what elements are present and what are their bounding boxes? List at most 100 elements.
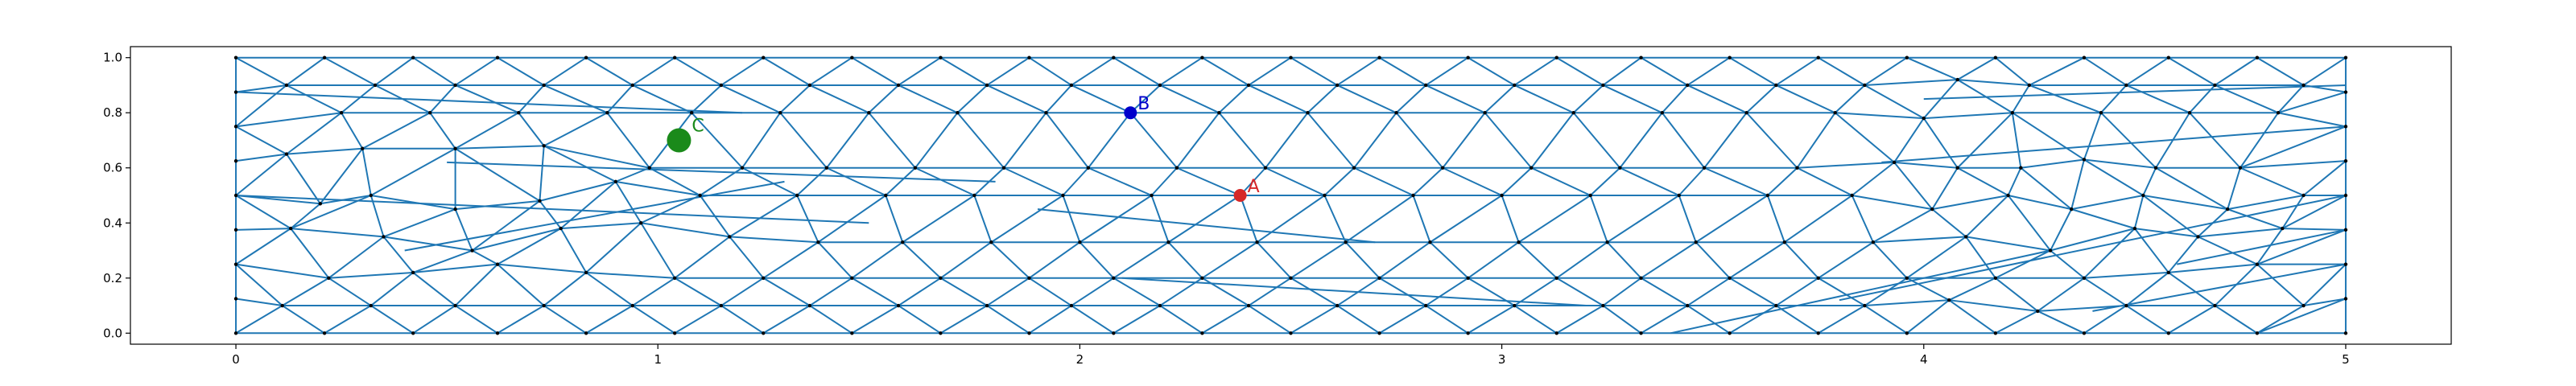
mesh-edge <box>826 166 886 196</box>
mesh-edge <box>2037 305 2127 312</box>
mesh-node <box>1255 240 1259 244</box>
mesh-node <box>233 297 238 301</box>
mesh-edge <box>370 195 456 211</box>
mesh-edge <box>1167 195 1241 244</box>
mesh-node <box>584 55 588 60</box>
mesh-node <box>647 166 651 170</box>
mesh-edge <box>1201 305 1249 335</box>
mesh-node <box>584 270 588 275</box>
mesh-edge <box>2083 305 2127 335</box>
mesh-edge <box>1729 277 1777 306</box>
mesh-edge <box>1956 112 2013 169</box>
mesh-node <box>896 303 901 308</box>
mesh-node <box>495 55 500 60</box>
mesh-node <box>2099 111 2103 115</box>
mesh-edge <box>1513 56 1558 86</box>
mesh-node <box>1554 276 1558 280</box>
mesh-edge <box>235 125 287 155</box>
mesh-node <box>2006 193 2010 198</box>
mesh-edge <box>973 195 993 243</box>
mesh-edge <box>729 236 765 279</box>
mesh-edge <box>1818 56 1865 86</box>
mesh-node <box>1816 331 1820 335</box>
mesh-edge <box>986 305 1030 335</box>
mesh-edge <box>543 145 650 169</box>
mesh-node <box>1530 166 1534 170</box>
mesh-node <box>719 303 724 308</box>
mesh-edge <box>1468 241 1520 279</box>
mesh-node <box>2255 331 2260 335</box>
mesh-edge <box>1835 112 1924 120</box>
mesh-edge <box>1835 112 1895 163</box>
y-tick-label: 0.8 <box>103 105 122 120</box>
mesh-edge <box>2282 228 2346 231</box>
mesh-node <box>1166 240 1170 244</box>
mesh-edge <box>2037 277 2085 312</box>
mesh-edge <box>1923 112 2013 120</box>
mesh-node <box>1601 83 1605 88</box>
mesh-node <box>2082 158 2087 162</box>
mesh-edge <box>2281 195 2305 229</box>
mesh-edge <box>2071 195 2144 211</box>
mesh-edge <box>1530 112 1575 169</box>
mesh-node <box>2019 166 2023 170</box>
mesh-edge <box>236 228 291 231</box>
mesh-node <box>1289 55 1293 60</box>
mesh-edge <box>720 84 781 114</box>
mesh-edge <box>1088 112 1132 169</box>
mesh-node <box>495 262 500 266</box>
mesh-edge <box>1864 299 1950 307</box>
mesh-edge <box>1513 305 1558 335</box>
mesh-node <box>1306 111 1310 115</box>
mesh-edge <box>2029 84 2102 114</box>
mesh-edge <box>404 180 785 252</box>
mesh-edge <box>497 56 545 86</box>
mesh-node <box>411 331 415 335</box>
mesh-edge <box>1931 167 1959 210</box>
mesh-node <box>1993 331 1998 335</box>
mesh-node <box>1289 276 1293 280</box>
mesh-node <box>689 111 694 115</box>
mesh-edge <box>1966 236 2051 252</box>
mesh-edge <box>2302 263 2347 306</box>
mesh-edge <box>236 195 869 224</box>
mesh-node <box>1466 55 1470 60</box>
mesh-node <box>2070 207 2074 211</box>
mesh-edge <box>914 166 975 196</box>
mesh-edge <box>2168 263 2257 273</box>
mesh-node <box>630 83 634 88</box>
mesh-edge <box>1003 166 1063 196</box>
x-tick-label: 3 <box>1498 352 1506 367</box>
mesh-edge <box>2198 228 2283 238</box>
mesh-edge <box>497 263 587 273</box>
mesh-node <box>867 111 871 115</box>
mesh-edge <box>1248 277 1292 306</box>
mesh-edge <box>2012 112 2085 161</box>
mesh-node <box>1571 111 1575 115</box>
mesh-edge <box>729 236 819 244</box>
mesh-node <box>1069 83 1074 88</box>
mesh-node <box>1263 166 1268 170</box>
mesh-edge <box>1995 249 2051 279</box>
mesh-node <box>284 83 289 88</box>
mesh-edge <box>1893 117 1925 163</box>
mesh-edge <box>1379 277 1426 306</box>
mesh-edge <box>282 305 325 335</box>
mesh-edge <box>1995 277 2038 312</box>
mesh-node <box>698 193 702 198</box>
mesh-node <box>1816 55 1820 60</box>
mesh-node <box>369 303 373 308</box>
mesh-edge <box>2050 228 2136 252</box>
mesh-edge <box>1045 84 1072 113</box>
mesh-node <box>1158 303 1162 308</box>
mesh-edge <box>1602 305 1642 335</box>
mesh-node <box>1424 83 1428 88</box>
mesh-node <box>972 193 976 198</box>
mesh-edge <box>1835 84 1866 113</box>
mesh-edge <box>2256 305 2305 335</box>
mesh-edge <box>2125 56 2169 86</box>
mesh-edge <box>1353 166 1414 196</box>
mesh-edge <box>2092 263 2347 312</box>
mesh-node <box>1377 276 1381 280</box>
mesh-node <box>1513 303 1517 308</box>
